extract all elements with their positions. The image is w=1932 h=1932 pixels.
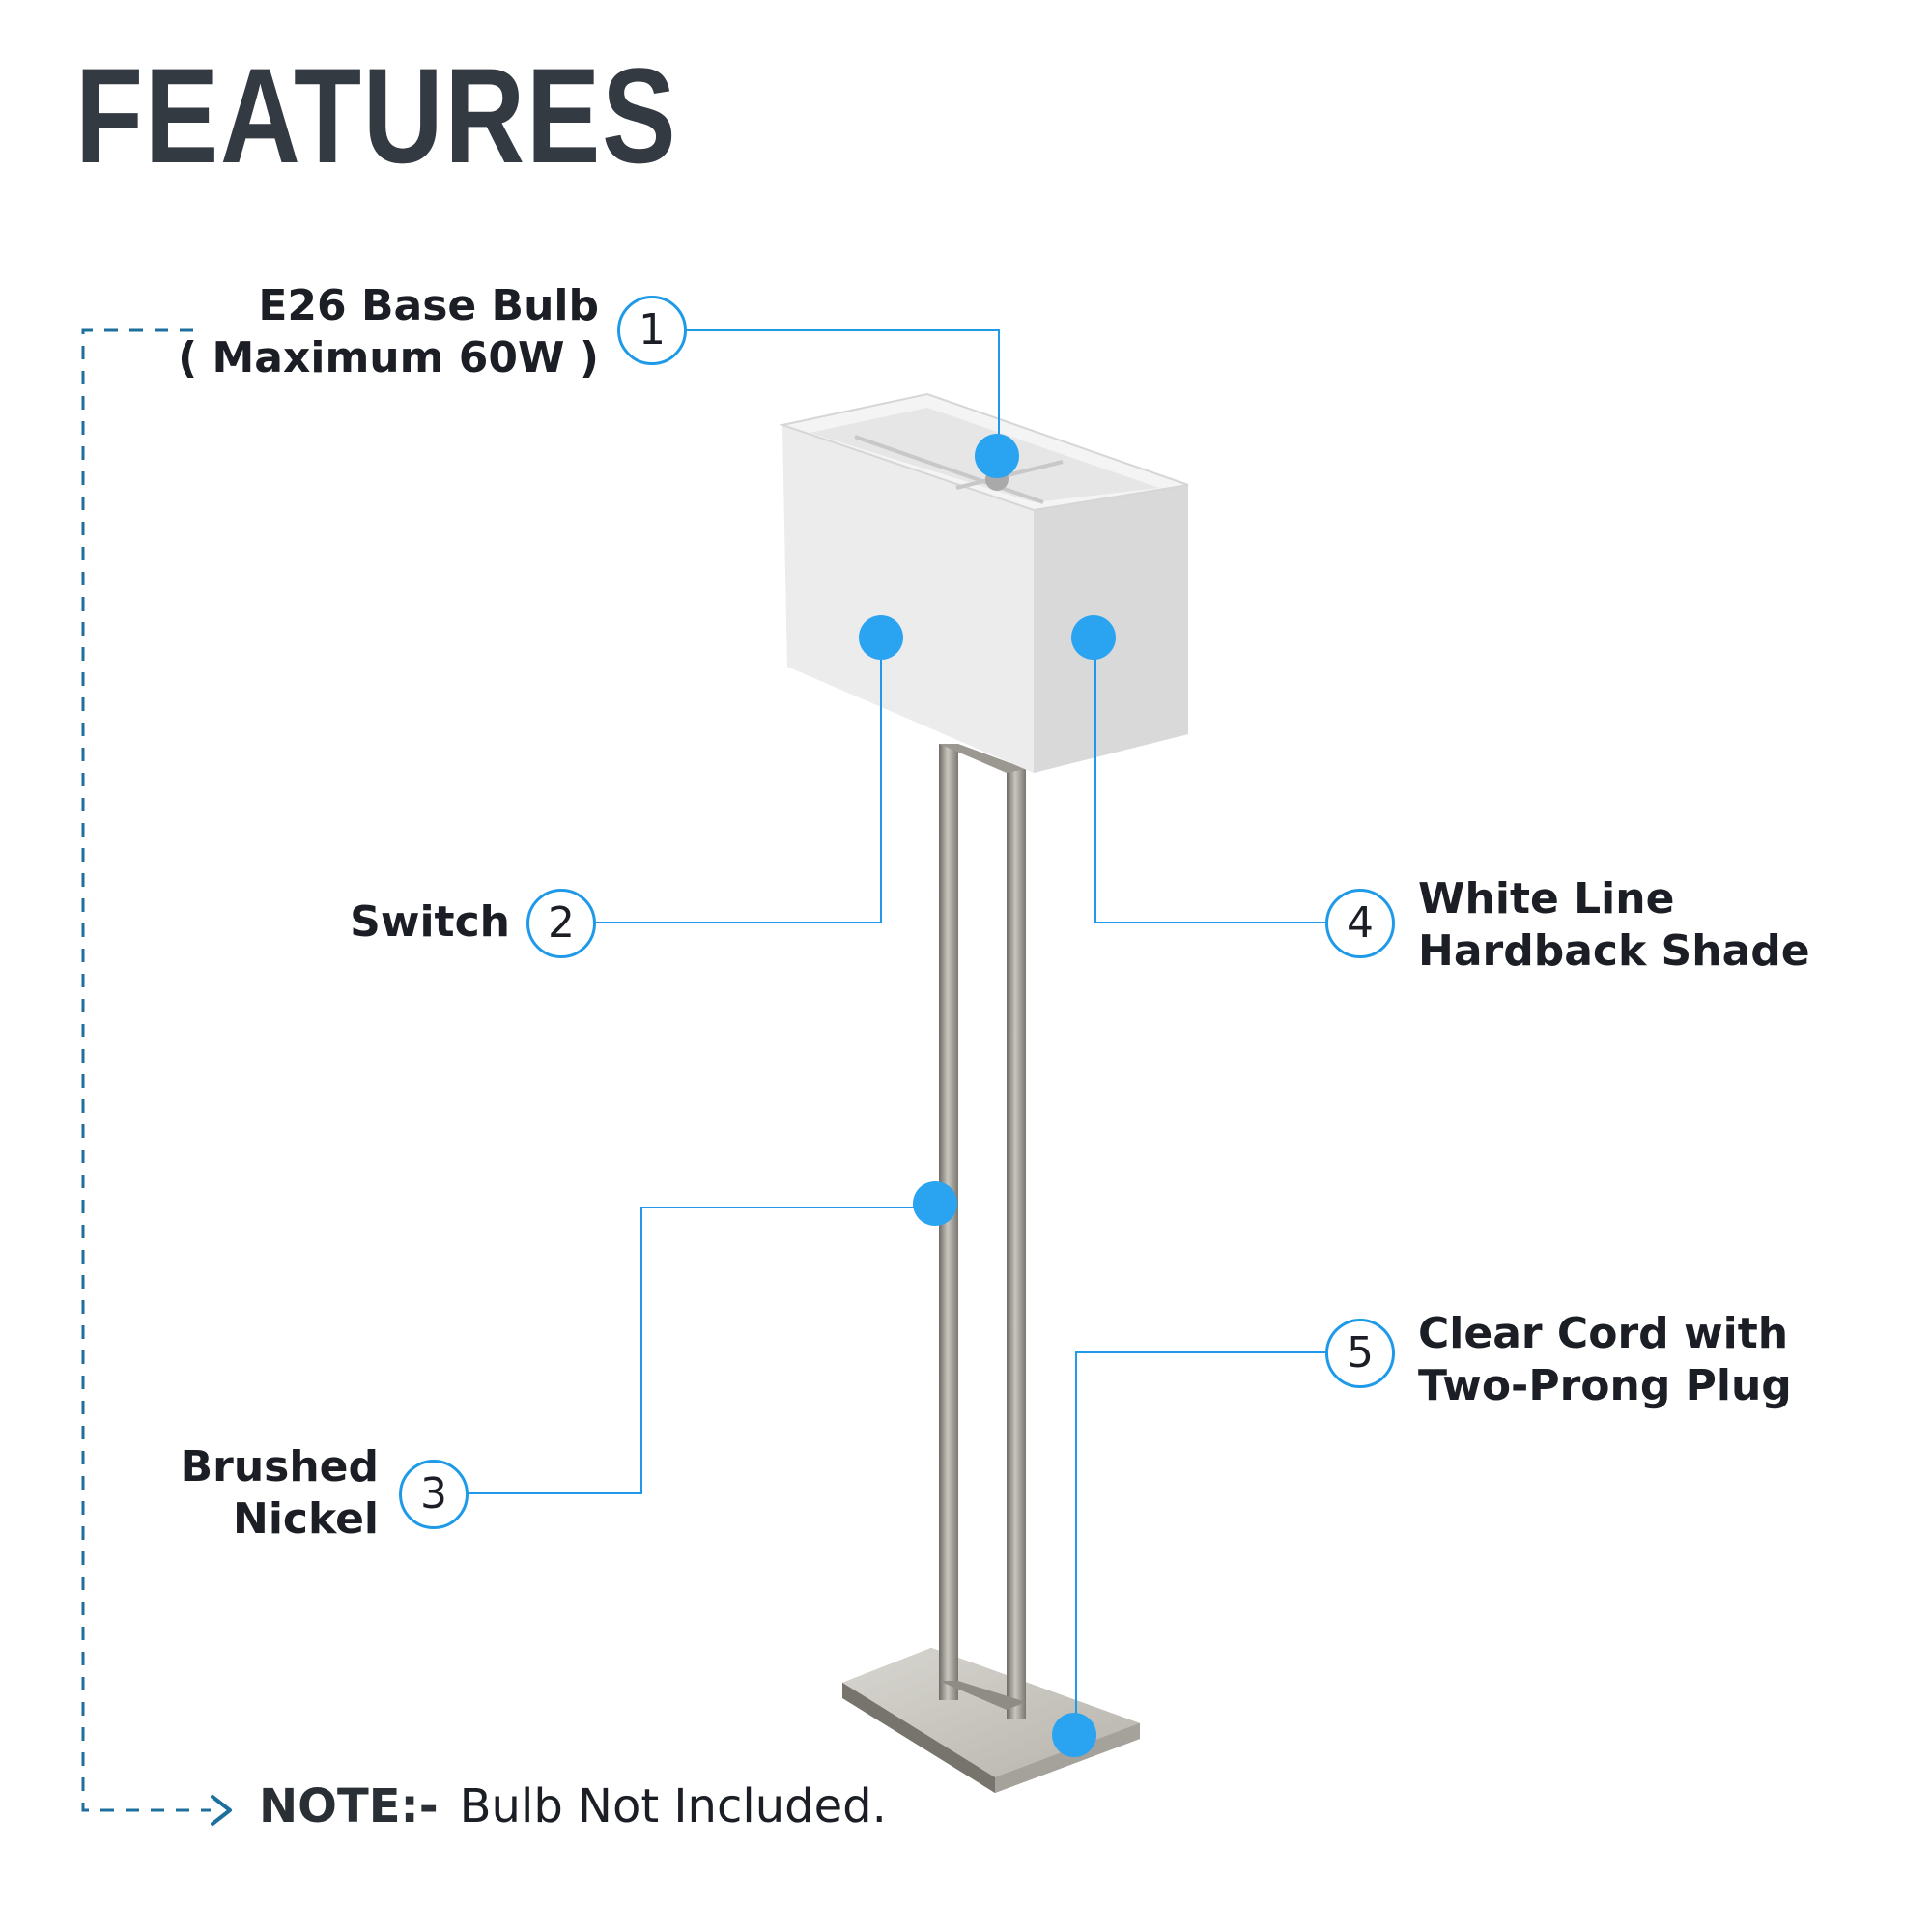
callout-dot-5 (1052, 1713, 1096, 1757)
callout-1-line2: ( Maximum 60W ) (178, 333, 599, 383)
callout-badge-1: 1 (617, 296, 687, 365)
lamp-base (842, 1648, 1140, 1793)
callout-lines (468, 329, 1325, 1733)
callout-dot-3 (913, 1181, 957, 1226)
note-text: Bulb Not Included. (459, 1779, 887, 1833)
callout-dots (859, 434, 1116, 1757)
callout-badge-5: 5 (1325, 1319, 1395, 1388)
callout-label-5: Clear Cord with Two-Prong Plug (1418, 1308, 1792, 1412)
note: NOTE:- Bulb Not Included. (259, 1777, 887, 1835)
leader-line-4 (1094, 638, 1325, 923)
callout-3-line2: Nickel (233, 1494, 379, 1544)
page-title: FEATURES (75, 40, 678, 191)
leader-line-2 (595, 638, 882, 923)
callout-label-3: Brushed Nickel (181, 1441, 379, 1546)
note-heading: NOTE:- (259, 1779, 439, 1833)
callout-label-1: E26 Base Bulb ( Maximum 60W ) (178, 280, 599, 384)
callout-label-4: White Line Hardback Shade (1418, 873, 1810, 978)
callout-4-line2: Hardback Shade (1418, 926, 1810, 976)
callout-1-line1: E26 Base Bulb (258, 281, 599, 330)
callout-label-2: Switch (350, 896, 510, 949)
callout-2-line1: Switch (350, 897, 510, 947)
callout-dot-4 (1071, 615, 1116, 660)
callout-badge-4: 4 (1325, 889, 1395, 958)
leader-line-5 (1075, 1351, 1325, 1733)
lamp-stand (939, 744, 1026, 1719)
callout-3-line1: Brushed (180, 1442, 379, 1492)
callout-badge-3: 3 (399, 1460, 469, 1529)
note-arrow-icon (211, 1795, 232, 1826)
note-guide-line (81, 328, 211, 1812)
callout-dot-1 (975, 434, 1019, 478)
callout-badge-2: 2 (526, 889, 596, 958)
callout-5-line2: Two-Prong Plug (1418, 1361, 1792, 1410)
leader-line-1 (686, 329, 1000, 456)
callout-dot-2 (859, 615, 903, 660)
callout-4-line1: White Line (1418, 874, 1675, 923)
lamp-shade (779, 392, 1189, 773)
leader-line-3 (468, 1207, 935, 1494)
callout-5-line1: Clear Cord with (1418, 1309, 1789, 1358)
